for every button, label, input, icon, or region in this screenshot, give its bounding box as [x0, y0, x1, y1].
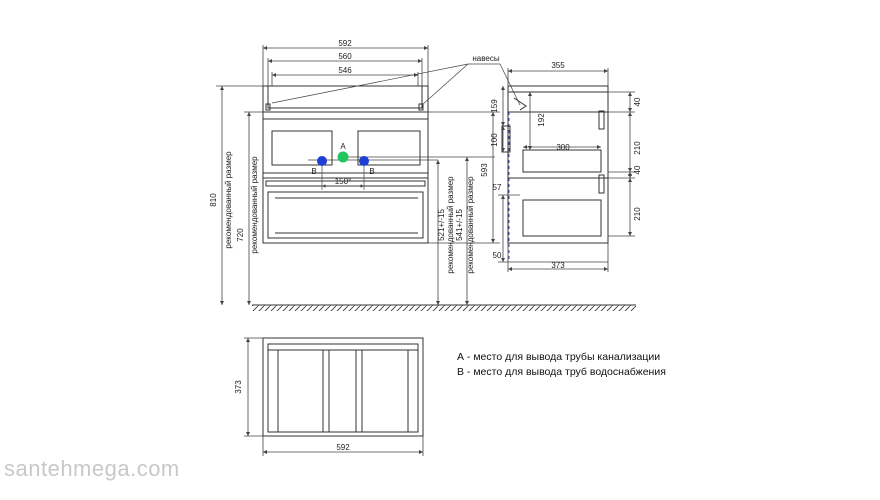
hinges-callout: [271, 63, 521, 106]
dim-373: 373: [551, 261, 565, 270]
dim-300: 300: [556, 143, 570, 152]
dim-192: 192: [537, 113, 546, 127]
floor-line: [252, 304, 636, 311]
plan-partition-right: [355, 349, 363, 433]
side-cabinet-outline: [507, 85, 609, 244]
dim-width-592: 592: [338, 39, 352, 48]
label-angle-150: 150°: [335, 177, 352, 186]
dim-100: 100: [490, 133, 499, 147]
label-recommended-right-2: рекомендованный размер: [466, 176, 475, 274]
label-point-b-right: B: [369, 167, 374, 176]
label-recommended-left-2: рекомендованный размер: [250, 156, 259, 254]
plan-partition-left: [322, 349, 330, 433]
dim-40-top: 40: [633, 97, 642, 106]
side-handle-bottom: [598, 174, 605, 194]
label-point-a: A: [340, 142, 346, 151]
dim-depth-355: 355: [551, 61, 565, 70]
dim-height-541: 541+/-15: [455, 209, 464, 241]
dim-height-810: 810: [209, 193, 218, 207]
front-height-dimensions: [216, 85, 263, 305]
dim-210-bottom: 210: [633, 207, 642, 221]
front-top-dimensions: [262, 45, 429, 86]
legend-b: В - место для вывода труб водоснабжения: [457, 366, 666, 378]
side-dimensions: [498, 68, 635, 272]
side-view: [501, 85, 609, 244]
dim-height-521: 521+/-15: [437, 209, 446, 241]
point-b-right: [359, 156, 369, 166]
legend-a: А - место для вывода трубы канализации: [457, 351, 660, 363]
lower-drawer: [267, 191, 424, 239]
watermark: santehmega.com: [4, 456, 180, 481]
dim-height-593: 593: [480, 163, 489, 177]
dim-width-560: 560: [338, 52, 352, 61]
side-handle-top: [598, 110, 605, 130]
dim-plan-373: 373: [234, 380, 243, 394]
upper-compartment-left: [271, 130, 333, 166]
front-view: [262, 85, 429, 244]
dim-159: 159: [490, 99, 499, 113]
hinge-right-mark: [418, 103, 424, 111]
dim-width-546: 546: [338, 66, 352, 75]
point-a: [337, 151, 349, 163]
side-lower-drawer: [522, 199, 602, 237]
dim-57: 57: [493, 183, 502, 192]
label-recommended-left-1: рекомендованный размер: [224, 151, 233, 249]
label-point-b-left: B: [311, 167, 316, 176]
dim-50: 50: [493, 251, 502, 260]
plan-dimensions: [244, 337, 424, 456]
plan-view: [262, 337, 424, 437]
hinge-left-mark: [265, 103, 271, 111]
label-hinges: навесы: [472, 54, 499, 63]
dim-height-720: 720: [236, 228, 245, 242]
pipe-points: [308, 151, 495, 190]
label-recommended-right-1: рекомендованный размер: [446, 176, 455, 274]
front-top-rail: [267, 85, 423, 109]
dim-plan-592: 592: [336, 443, 350, 452]
dim-210-top: 210: [633, 141, 642, 155]
plan-outline: [262, 337, 424, 437]
side-upper-drawer: [522, 149, 602, 173]
upper-compartment-right: [357, 130, 421, 166]
point-b-left: [317, 156, 327, 166]
dim-40-bottom: 40: [633, 165, 642, 174]
front-right-dimensions: [428, 111, 500, 305]
